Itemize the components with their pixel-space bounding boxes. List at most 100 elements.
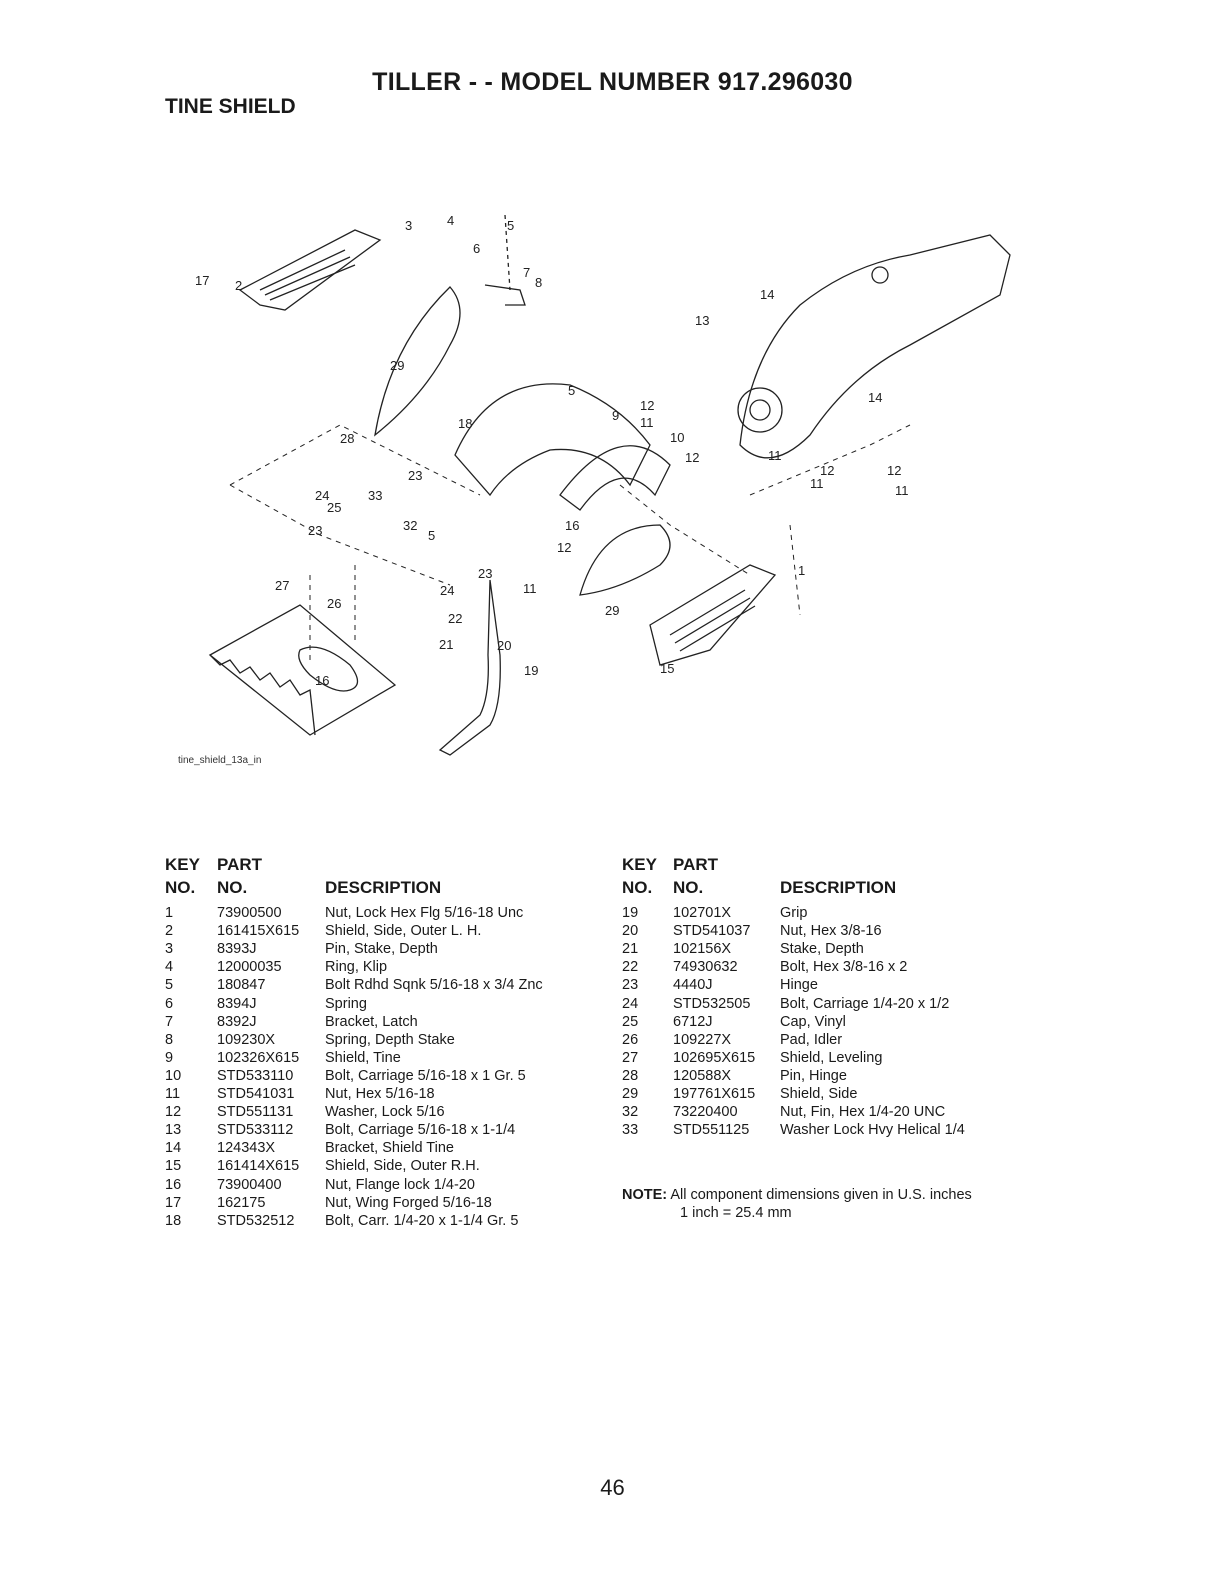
part-description: Bolt, Carriage 5/16-18 x 1 Gr. 5: [325, 1067, 526, 1084]
part-description: Nut, Hex 3/8-16: [780, 923, 882, 940]
part-no: 73900500: [217, 905, 282, 921]
part-description: Bolt, Carriage 1/4-20 x 1/2: [780, 995, 950, 1012]
part-no: 8392J: [217, 1013, 257, 1030]
part-description: Bolt, Carr. 1/4-20 x 1-1/4 Gr. 5: [325, 1212, 519, 1229]
svg-text:17: 17: [195, 273, 209, 288]
svg-text:16: 16: [315, 673, 329, 688]
svg-text:3: 3: [405, 218, 412, 233]
page-title: TILLER - - MODEL NUMBER 917.296030: [372, 68, 853, 96]
part-no: STD551131: [217, 1104, 294, 1121]
part-description: Shield, Tine: [325, 1049, 401, 1066]
part-description: Bracket, Latch: [325, 1013, 418, 1030]
part-description: Grip: [780, 905, 808, 921]
part-header-line1: PART: [673, 855, 719, 874]
svg-text:21: 21: [439, 637, 453, 652]
svg-text:25: 25: [327, 500, 341, 515]
svg-text:1: 1: [798, 563, 805, 578]
part-no: 8393J: [217, 941, 257, 958]
key-header-line2: NO.: [165, 878, 196, 897]
part-description: Shield, Leveling: [780, 1049, 883, 1066]
svg-text:9: 9: [612, 408, 619, 423]
svg-text:20: 20: [497, 638, 511, 653]
key-no: 16: [165, 1176, 182, 1193]
part-description: Bracket, Shield Tine: [325, 1140, 454, 1157]
part-description: Bolt, Carriage 5/16-18 x 1-1/4: [325, 1122, 516, 1139]
svg-text:33: 33: [368, 488, 382, 503]
svg-text:22: 22: [448, 611, 462, 626]
key-no: 22: [622, 959, 639, 976]
svg-text:12: 12: [557, 540, 571, 555]
svg-text:24: 24: [440, 583, 454, 598]
svg-text:10: 10: [670, 430, 684, 445]
part-description: Washer, Lock 5/16: [325, 1104, 445, 1121]
svg-text:2: 2: [235, 278, 242, 293]
key-no: 28: [622, 1067, 639, 1084]
key-no: 3: [165, 941, 174, 958]
part-no: 8394J: [217, 995, 257, 1012]
part-no: 162175: [217, 1194, 266, 1211]
svg-text:11: 11: [895, 483, 909, 498]
part-description: Shield, Side, Outer L. H.: [325, 923, 482, 940]
part-no: STD533110: [217, 1067, 294, 1084]
svg-text:7: 7: [523, 265, 530, 280]
key-no: 32: [622, 1104, 639, 1121]
svg-text:12: 12: [685, 450, 699, 465]
part-no: 161414X615: [217, 1158, 300, 1175]
part-no: STD541031: [217, 1086, 295, 1102]
svg-text:4: 4: [447, 213, 454, 228]
part-no: 102701X: [673, 905, 732, 921]
side-shield-lower: [579, 524, 671, 596]
key-no: 14: [165, 1140, 182, 1157]
key-no: 2: [165, 923, 174, 940]
svg-text:16: 16: [565, 518, 579, 533]
part-no: STD532505: [673, 995, 751, 1012]
svg-text:15: 15: [660, 661, 674, 676]
transmission-housing: [739, 234, 1011, 459]
key-no: 5: [165, 977, 174, 994]
part-description: Nut, Wing Forged 5/16-18: [325, 1194, 492, 1211]
figure-label: tine_shield_13a_in: [178, 755, 262, 766]
svg-text:26: 26: [327, 596, 341, 611]
leveling-shield: [208, 604, 397, 736]
part-description: Bolt, Hex 3/8-16 x 2: [780, 959, 908, 976]
key-header-line2: NO.: [622, 878, 653, 897]
svg-text:29: 29: [605, 603, 619, 618]
svg-text:23: 23: [478, 566, 492, 581]
part-description: Nut, Lock Hex Flg 5/16-18 Unc: [325, 905, 524, 921]
part-header-line1: PART: [217, 855, 263, 874]
svg-text:18: 18: [458, 416, 472, 431]
part-description: Pad, Idler: [780, 1031, 843, 1048]
svg-text:5: 5: [507, 218, 514, 233]
svg-text:11: 11: [523, 581, 537, 596]
svg-text:5: 5: [568, 383, 575, 398]
description-header: DESCRIPTION: [325, 878, 442, 897]
part-no: 73900400: [217, 1176, 282, 1193]
svg-text:11: 11: [768, 448, 782, 463]
key-no: 33: [622, 1122, 639, 1139]
svg-text:29: 29: [390, 358, 404, 373]
part-no: 161415X615: [217, 923, 300, 940]
svg-text:8: 8: [535, 275, 542, 290]
svg-text:14: 14: [760, 287, 774, 302]
svg-text:12: 12: [887, 463, 901, 478]
part-no: 197761X615: [673, 1086, 756, 1102]
svg-text:32: 32: [403, 518, 417, 533]
key-no: 20: [622, 923, 639, 940]
svg-text:14: 14: [868, 390, 882, 405]
key-header-line1: KEY: [622, 855, 657, 874]
part-no: 102326X615: [217, 1049, 300, 1066]
part-description: Shield, Side, Outer R.H.: [325, 1158, 480, 1175]
key-no: 19: [622, 905, 639, 921]
depth-stake: [438, 579, 501, 756]
key-no: 29: [622, 1086, 639, 1102]
key-no: 12: [165, 1104, 182, 1121]
key-no: 17: [165, 1194, 182, 1211]
part-no: 73220400: [673, 1104, 738, 1121]
part-description: Ring, Klip: [325, 959, 388, 976]
svg-text:12: 12: [640, 398, 654, 413]
key-header-line1: KEY: [165, 855, 200, 874]
part-description: Spring: [325, 995, 367, 1012]
note-label: NOTE:: [622, 1187, 668, 1203]
svg-text:19: 19: [524, 663, 538, 678]
note-line1: All component dimensions given in U.S. i…: [670, 1187, 972, 1203]
